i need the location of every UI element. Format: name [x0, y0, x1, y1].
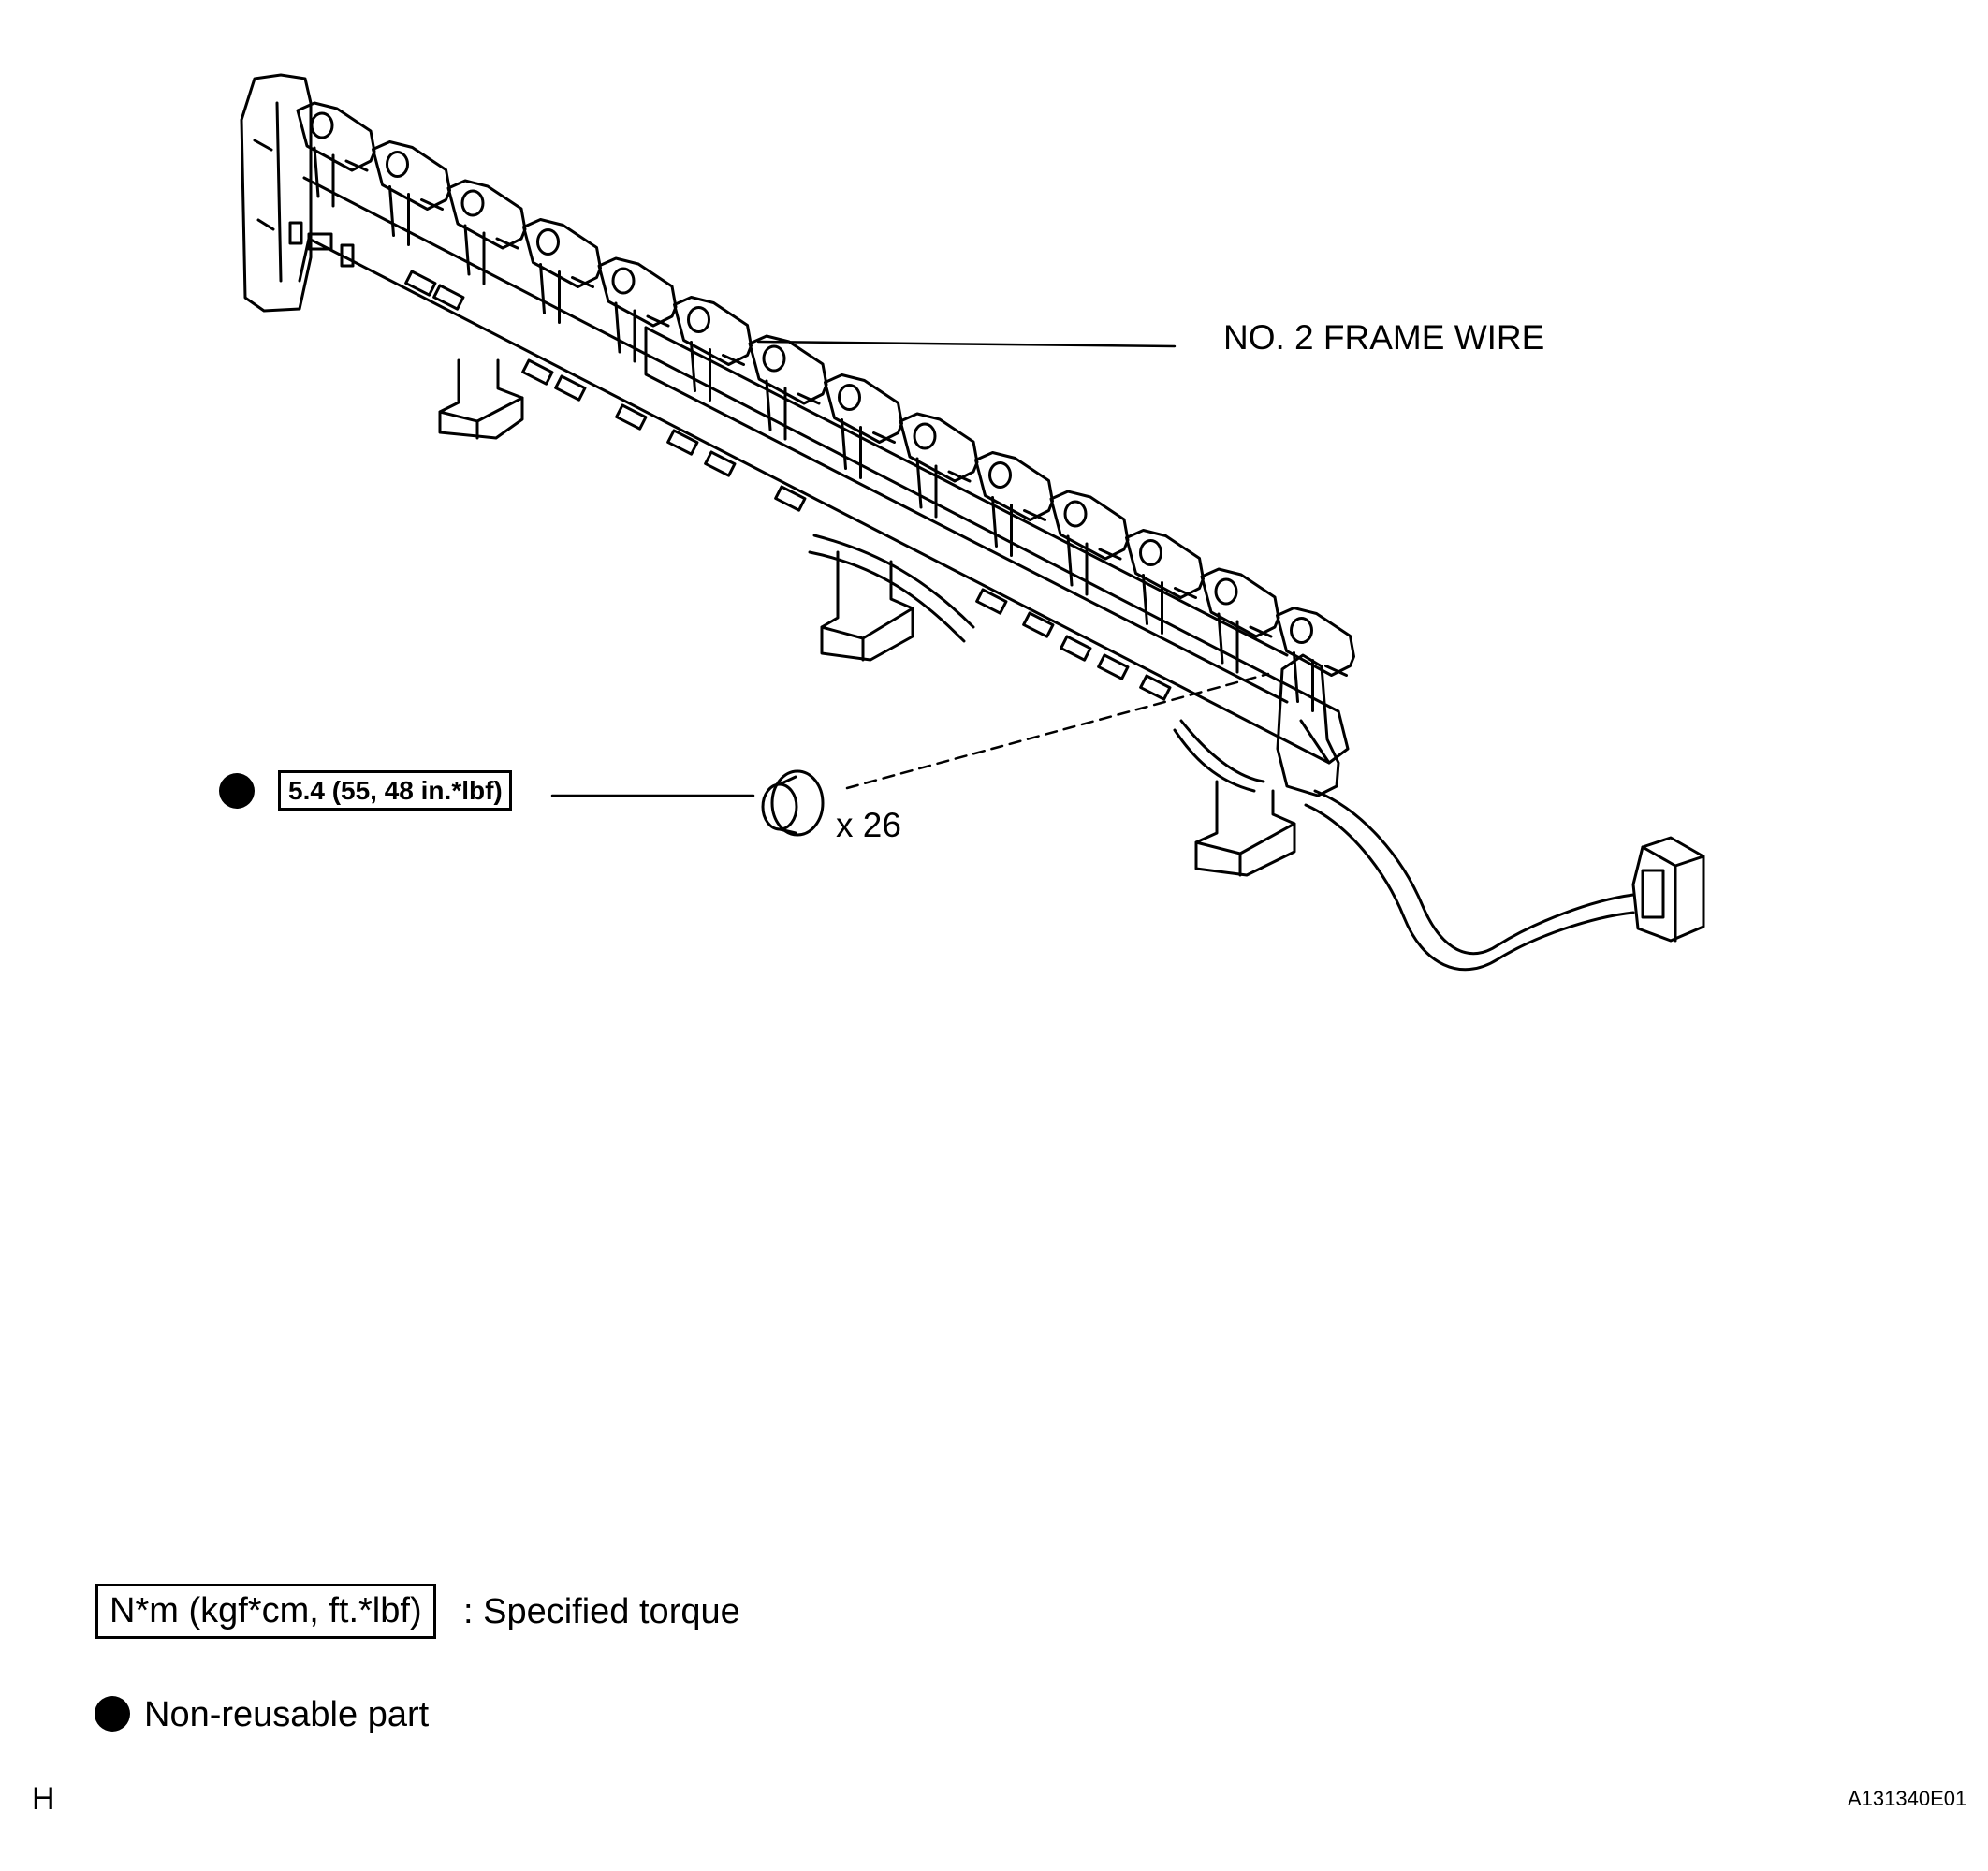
clip-tabs [296, 101, 1355, 712]
corner-mark: H [32, 1781, 55, 1817]
rail-window [975, 588, 1008, 615]
rail-window [615, 403, 648, 431]
clip-tab [1200, 567, 1280, 674]
rail-window [1097, 653, 1130, 680]
clip-quantity: x 26 [836, 806, 901, 844]
rail-window [554, 374, 587, 402]
clip-tab [1049, 490, 1130, 596]
legend-torque-description: : Specified torque [463, 1592, 740, 1631]
rail-window [1139, 674, 1172, 701]
rail-window [1060, 635, 1092, 662]
frame-wire-rail [298, 176, 1350, 765]
rail-window [521, 358, 554, 386]
clip-installation-line [845, 672, 1270, 790]
rail-window [704, 450, 737, 477]
clip-tab [522, 218, 602, 324]
mounting-foot-3 [1194, 780, 1296, 877]
clip-tab [1125, 529, 1205, 635]
clip-tab [974, 451, 1054, 557]
clip-tab [899, 412, 979, 519]
mounting-foot-1 [438, 358, 524, 440]
frame-wire-leader [756, 340, 1177, 348]
right-end-bracket [1276, 653, 1340, 797]
rail-window [1022, 611, 1055, 638]
clip-tab [1276, 607, 1355, 712]
clip-tab [597, 256, 678, 363]
legend-nonreusable-description: Non-reusable part [144, 1695, 430, 1734]
rail-window [774, 485, 807, 512]
wire-harness [1304, 789, 1635, 972]
internal-wires [808, 534, 1265, 793]
clip-icon [761, 769, 825, 837]
non-reusable-part-icon [219, 773, 255, 809]
rail-window [666, 429, 699, 456]
figure-id: A131340E01 [1848, 1787, 1967, 1810]
clip-tab [446, 179, 527, 285]
rail-window [404, 270, 437, 297]
torque-spec-box: 5.4 (55, 48 in.*lbf) [278, 770, 512, 811]
clip-tab [372, 140, 451, 246]
clip-tab [296, 101, 376, 208]
rail-windows [404, 270, 1172, 701]
connector-icon [1631, 836, 1705, 943]
legend-torque-units: N*m (kgf*cm, ft.*lbf) [95, 1584, 436, 1639]
left-end-bracket [240, 73, 313, 313]
rail-window [432, 284, 465, 311]
non-reusable-part-icon [95, 1696, 130, 1732]
mounting-foot-2 [820, 550, 914, 662]
frame-wire-label: NO. 2 FRAME WIRE [1223, 318, 1545, 357]
